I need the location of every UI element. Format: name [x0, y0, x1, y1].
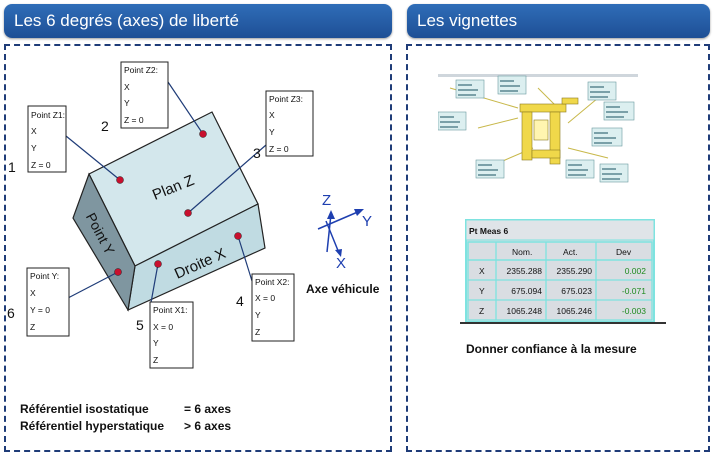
- contact-dot-z3: [184, 209, 192, 217]
- row-z-axis: Z: [479, 306, 484, 316]
- leader-z2: [167, 81, 204, 135]
- row-z-act: 1065.246: [557, 306, 593, 316]
- point-z1-line-2: Y: [31, 143, 37, 153]
- row-y-act: 675.023: [561, 286, 592, 296]
- contact-dot-z1: [116, 176, 124, 184]
- point-z2-line-2: Y: [124, 98, 130, 108]
- axis-z-label: Z: [322, 192, 331, 209]
- measure-table-title: Pt Meas 6: [469, 226, 508, 236]
- contact-dot-y: [114, 268, 122, 276]
- point-z3-line-3: Z = 0: [269, 144, 289, 154]
- cube-left-face: [72, 172, 136, 312]
- axis-y-label: Y: [362, 213, 372, 230]
- footer-row-2-label: Référentiel hyperstatique: [20, 419, 165, 433]
- point-y-line-3: Z: [30, 322, 35, 332]
- point-y-line-1: X: [30, 288, 36, 298]
- axis-x-line: [325, 220, 340, 254]
- left-panel-header: Les 6 degrés (axes) de liberté: [4, 4, 392, 38]
- point-number-1: 1: [8, 159, 16, 175]
- leader-x2: [237, 235, 253, 282]
- left-panel-title: Les 6 degrés (axes) de liberté: [14, 11, 239, 30]
- footer-row-1-label: Référentiel isostatique: [20, 402, 149, 416]
- point-number-3: 3: [253, 145, 261, 161]
- point-z3-line-2: Y: [269, 127, 275, 137]
- col-header-nom: Nom.: [512, 247, 532, 257]
- axis-x-arrow: [335, 249, 342, 257]
- point-box-y: Point Y: X Y = 0 Z: [26, 267, 70, 337]
- col-header-act: Act.: [563, 247, 578, 257]
- point-box-z3: Point Z3: X Y Z = 0: [265, 90, 314, 157]
- measure-underline: [460, 322, 666, 324]
- vignette-thumbnail: [438, 68, 644, 194]
- row-y-nom: 675.094: [511, 286, 542, 296]
- axis-y-arrow: [354, 209, 364, 216]
- point-z3-line-1: X: [269, 110, 275, 120]
- point-z2-line-1: X: [124, 82, 130, 92]
- point-box-x2: Point X2: X = 0 Y Z: [251, 273, 295, 342]
- axis-z-arrow: [327, 210, 335, 219]
- point-z1-line-3: Z = 0: [31, 160, 51, 170]
- row-x-nom: 2355.288: [507, 266, 543, 276]
- point-x2-line-1: X = 0: [255, 293, 275, 303]
- left-panel-box: [4, 44, 392, 452]
- right-panel-title: Les vignettes: [417, 11, 518, 30]
- col-header-dev: Dev: [616, 247, 632, 257]
- axis-x-label: X: [336, 255, 346, 272]
- right-panel-caption: Donner confiance à la mesure: [466, 342, 637, 356]
- leader-y: [67, 271, 119, 299]
- row-z-nom: 1065.248: [507, 306, 543, 316]
- point-x1-line-2: Y: [153, 338, 159, 348]
- point-number-6: 6: [7, 305, 15, 321]
- point-x1-title: Point X1:: [153, 305, 188, 315]
- point-z2-title: Point Z2:: [124, 65, 158, 75]
- row-y-axis: Y: [479, 286, 485, 296]
- dof-diagram: Plan Z Droite X Point Y Point Z1: X Y Z …: [7, 61, 380, 369]
- leader-z3: [187, 144, 267, 214]
- row-x-act: 2355.290: [557, 266, 593, 276]
- axis-caption: Axe véhicule: [306, 282, 380, 296]
- row-y-dev: -0.071: [622, 286, 646, 296]
- measure-table: Pt Meas 6 Nom. Act. Dev X 2355.288 2355.…: [465, 219, 655, 323]
- footer-row-2-value: > 6 axes: [184, 419, 232, 433]
- leader-x1: [149, 263, 159, 309]
- point-x2-line-3: Z: [255, 327, 260, 337]
- contact-dot-x2: [234, 232, 242, 240]
- point-number-5: 5: [136, 317, 144, 333]
- point-z1-title: Point Z1:: [31, 110, 65, 120]
- row-x-axis: X: [479, 266, 485, 276]
- point-z2-line-3: Z = 0: [124, 115, 144, 125]
- axis-y-line: [317, 210, 361, 230]
- point-number-4: 4: [236, 293, 244, 309]
- footer-row-1-value: = 6 axes: [184, 402, 232, 416]
- point-z3-title: Point Z3:: [269, 94, 303, 104]
- point-x1-line-3: Z: [153, 355, 158, 365]
- row-z-dev: -0.003: [622, 306, 646, 316]
- right-panel-header: Les vignettes: [407, 4, 710, 38]
- point-z1-line-1: X: [31, 126, 37, 136]
- leader-z1: [65, 135, 121, 181]
- point-x2-title: Point X2:: [255, 277, 290, 287]
- row-x-dev: 0.002: [625, 266, 647, 276]
- point-x1-line-1: X = 0: [153, 322, 173, 332]
- point-y-line-2: Y = 0: [30, 305, 50, 315]
- contact-dot-x1: [154, 260, 162, 268]
- point-y-title: Point Y:: [30, 271, 59, 281]
- contact-dot-z2: [199, 130, 207, 138]
- point-box-z2: Point Z2: X Y Z = 0: [120, 61, 169, 129]
- axis-z-line: [326, 213, 332, 253]
- point-number-2: 2: [101, 118, 109, 134]
- point-box-z1: Point Z1: X Y Z = 0: [27, 105, 67, 173]
- right-panel-box: [406, 44, 710, 452]
- point-box-x1: Point X1: X = 0 Y Z: [149, 301, 194, 369]
- point-x2-line-2: Y: [255, 310, 261, 320]
